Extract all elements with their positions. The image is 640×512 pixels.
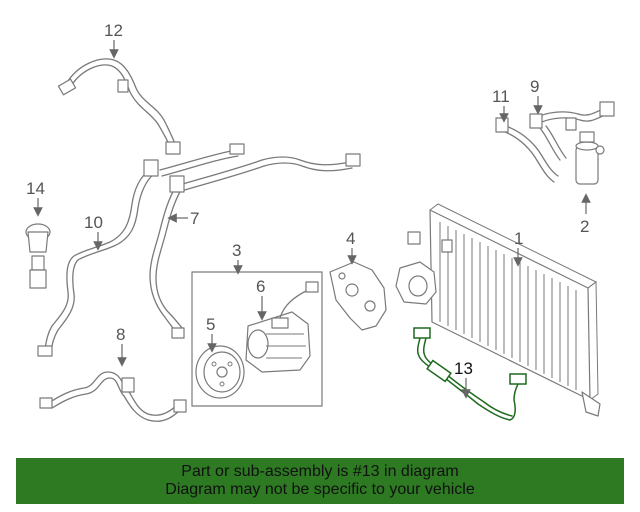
callout-10[interactable]: 10 — [84, 213, 103, 232]
parts-diagram: 12 14 10 7 8 — [25, 21, 615, 422]
part-7-hose[interactable] — [149, 143, 361, 339]
callout-3[interactable]: 3 — [232, 241, 241, 260]
part-13-hose-highlighted[interactable] — [413, 327, 527, 421]
callout-9[interactable]: 9 — [530, 77, 539, 96]
callout-2[interactable]: 2 — [580, 217, 589, 236]
banner-line-1: Part or sub-assembly is #13 in diagram — [181, 463, 459, 480]
part-12-hose[interactable] — [57, 58, 181, 155]
info-banner: Part or sub-assembly is #13 in diagram D… — [16, 458, 624, 504]
callout-14[interactable]: 14 — [26, 179, 45, 198]
callout-13[interactable]: 13 — [454, 359, 473, 378]
part-11-pipe[interactable] — [495, 117, 559, 183]
callout-1[interactable]: 1 — [514, 229, 523, 248]
part-6-compressor[interactable] — [245, 281, 319, 373]
callout-5[interactable]: 5 — [206, 315, 215, 334]
banner-line-2: Diagram may not be specific to your vehi… — [165, 481, 475, 498]
part-8-hose[interactable] — [39, 371, 187, 422]
part-10-pipe[interactable] — [37, 159, 159, 357]
part-4-bracket[interactable] — [329, 261, 387, 331]
callout-12[interactable]: 12 — [104, 21, 123, 40]
callout-8[interactable]: 8 — [116, 325, 125, 344]
part-9-pipe[interactable] — [529, 101, 615, 161]
callout-4[interactable]: 4 — [346, 229, 355, 248]
part-14-drier[interactable] — [25, 223, 51, 289]
hose-13-fitting-bottom — [509, 373, 527, 385]
part-1-condenser[interactable] — [395, 203, 601, 417]
callout-6[interactable]: 6 — [256, 277, 265, 296]
hose-13-sleeve — [426, 359, 452, 383]
part-2-tank[interactable] — [575, 131, 605, 185]
callout-7[interactable]: 7 — [190, 209, 199, 228]
hose-13-fitting-top — [413, 327, 431, 339]
callout-11[interactable]: 11 — [492, 87, 510, 106]
part-5-pulley[interactable] — [195, 345, 245, 399]
